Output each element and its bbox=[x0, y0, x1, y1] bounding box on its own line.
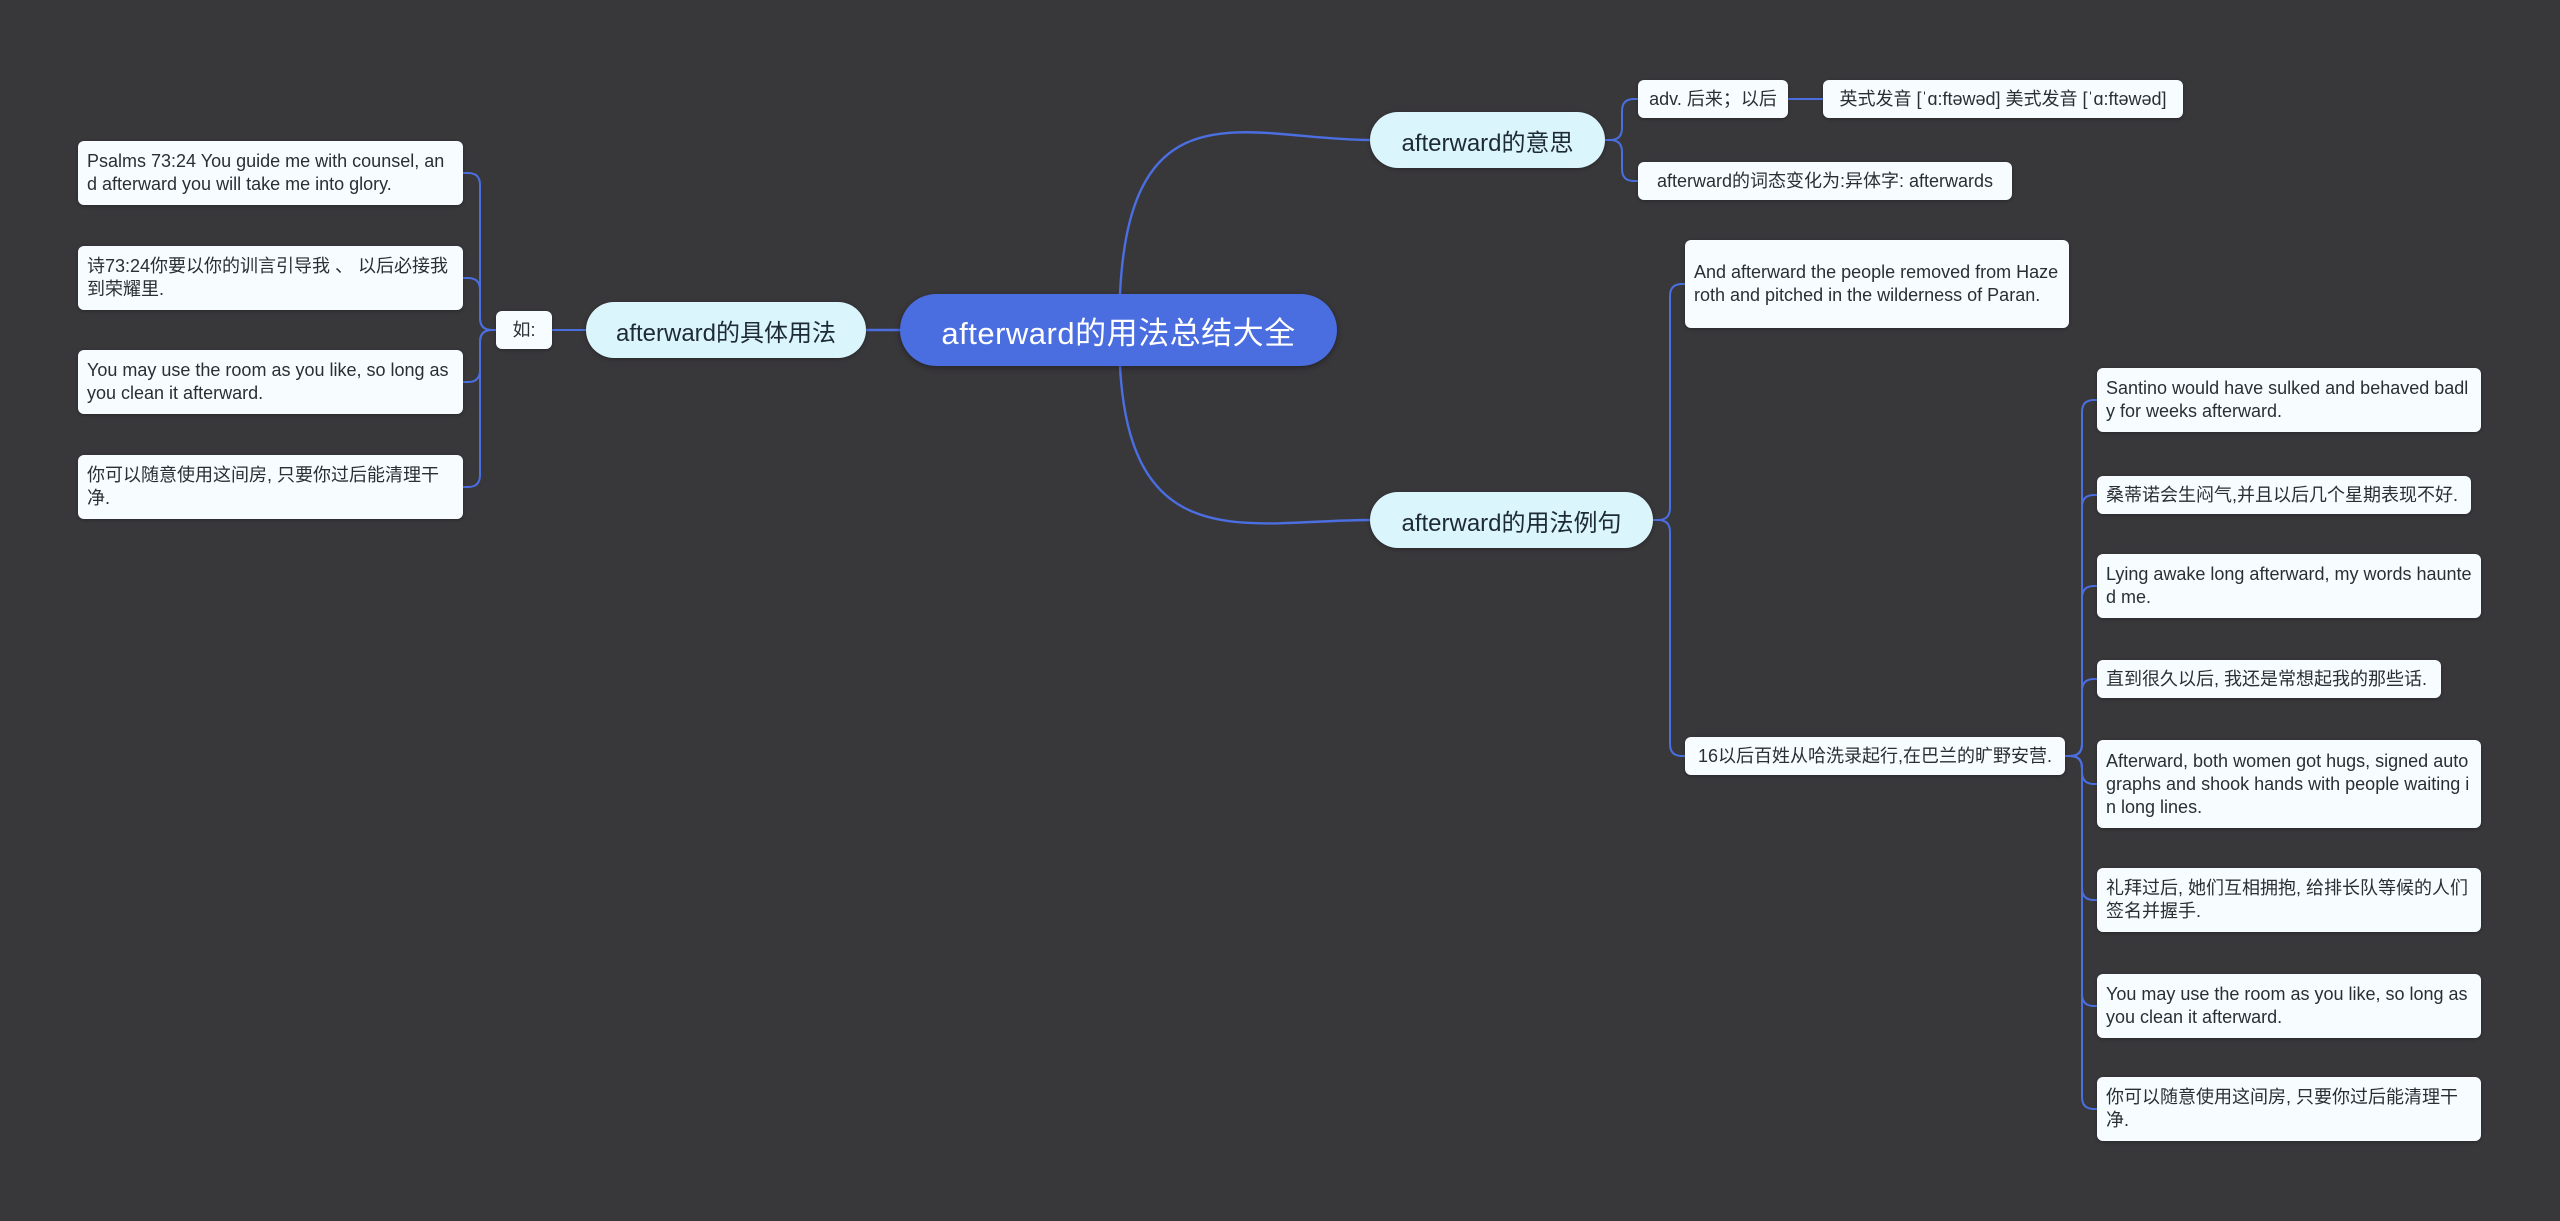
usage-example[interactable]: Psalms 73:24 You guide me with counsel, … bbox=[78, 141, 463, 205]
meaning-word-forms[interactable]: afterward的词态变化为:异体字: afterwards bbox=[1638, 162, 2012, 200]
connector-line bbox=[1605, 139, 1638, 182]
connector-line bbox=[1653, 283, 1685, 521]
topic-usage[interactable]: afterward的具体用法 bbox=[586, 302, 866, 358]
connector-line bbox=[463, 277, 496, 331]
connector-line bbox=[1118, 131, 1371, 295]
example-sentence[interactable]: 礼拜过后, 她们互相拥抱, 给排长队等候的人们签名并握手. bbox=[2097, 868, 2481, 932]
connector-line bbox=[1118, 365, 1371, 525]
usage-example[interactable]: You may use the room as you like, so lon… bbox=[78, 350, 463, 414]
example-sentence[interactable]: Lying awake long afterward, my words hau… bbox=[2097, 554, 2481, 618]
meaning-pronunciation[interactable]: 英式发音 [ˈɑ:ftəwəd] 美式发音 [ˈɑ:ftəwəd] bbox=[1823, 80, 2183, 118]
connector-line bbox=[2065, 755, 2097, 1110]
usage-example[interactable]: 诗73:24你要以你的训言引导我 、 以后必接我到荣耀里. bbox=[78, 246, 463, 310]
root-topic[interactable]: afterward的用法总结大全 bbox=[900, 294, 1337, 366]
example-sentence[interactable]: And afterward the people removed from Ha… bbox=[1685, 240, 2069, 328]
topic-examples[interactable]: afterward的用法例句 bbox=[1370, 492, 1653, 548]
root-topic-label: afterward的用法总结大全 bbox=[941, 315, 1296, 351]
example-sentence[interactable]: Afterward, both women got hugs, signed a… bbox=[2097, 740, 2481, 828]
usage-connector-label[interactable]: 如: bbox=[496, 311, 552, 349]
connector-line bbox=[463, 329, 496, 488]
topic-usage-label: afterward的具体用法 bbox=[615, 319, 837, 347]
example-sentence[interactable]: 16以后百姓从哈洗录起行,在巴兰的旷野安营. bbox=[1685, 737, 2065, 775]
connector-line bbox=[2065, 678, 2097, 757]
topic-meaning[interactable]: afterward的意思 bbox=[1370, 112, 1605, 168]
connector-line bbox=[1653, 519, 1685, 757]
connector-line bbox=[1605, 98, 1638, 141]
topic-meaning-label: afterward的意思 bbox=[1401, 129, 1574, 157]
example-sentence[interactable]: You may use the room as you like, so lon… bbox=[2097, 974, 2481, 1038]
example-sentence[interactable]: 直到很久以后, 我还是常想起我的那些话. bbox=[2097, 660, 2441, 698]
meaning-definition[interactable]: adv. 后来；以后 bbox=[1638, 80, 1788, 118]
example-sentence[interactable]: 桑蒂诺会生闷气,并且以后几个星期表现不好. bbox=[2097, 476, 2471, 514]
topic-examples-label: afterward的用法例句 bbox=[1401, 509, 1622, 537]
usage-example[interactable]: 你可以随意使用这间房, 只要你过后能清理干净. bbox=[78, 455, 463, 519]
example-sentence[interactable]: 你可以随意使用这间房, 只要你过后能清理干净. bbox=[2097, 1077, 2481, 1141]
example-sentence[interactable]: Santino would have sulked and behaved ba… bbox=[2097, 368, 2481, 432]
